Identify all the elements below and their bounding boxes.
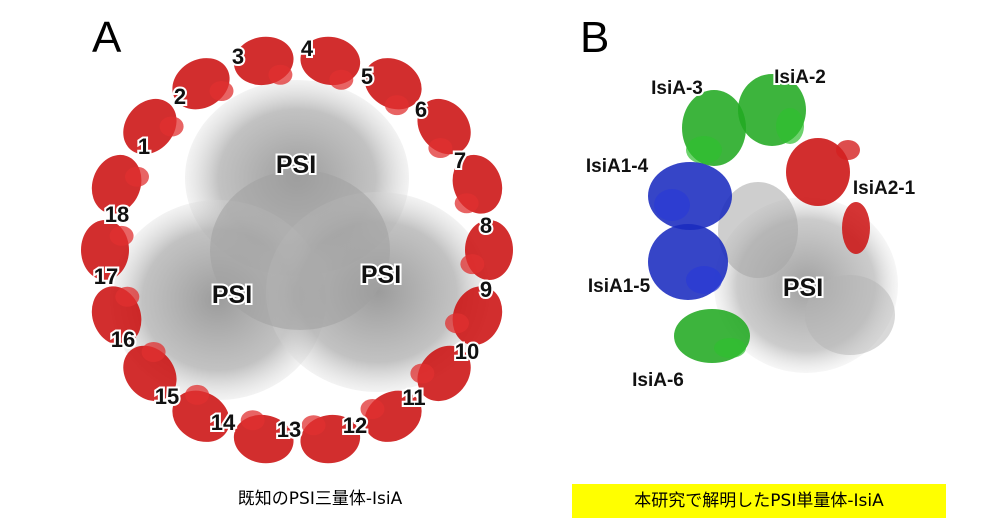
isia-number-7: 7 [454, 148, 466, 173]
label-isia-3: IsiA-3 [651, 78, 703, 99]
isia-subunit-5 [364, 58, 422, 116]
isia-number-1: 1 [138, 134, 150, 159]
panel-a-letter: A [92, 13, 122, 62]
isia-number-11: 11 [402, 385, 425, 410]
psi-trimer-structure [110, 80, 490, 400]
label-isia1-5: IsiA1-5 [588, 276, 651, 297]
panel-b: B [580, 13, 918, 393]
label-isia2-1: IsiA2-1 [853, 178, 916, 199]
isia-number-18: 18 [105, 202, 129, 227]
caption-b: 本研究で解明したPSI単量体-IsiA [572, 484, 946, 518]
isia-subunit-9 [445, 286, 503, 346]
psi-label-left: PSI [212, 281, 252, 309]
isia-2-subunit [738, 74, 806, 146]
isia-number-8: 8 [480, 213, 492, 238]
isia1-5-subunit [648, 224, 728, 300]
isia-number-4: 4 [301, 36, 314, 61]
isia-subunit-18 [91, 154, 149, 214]
label-isia-2: IsiA-2 [774, 67, 826, 88]
isia-subunit-16 [91, 286, 142, 346]
panel-b-letter: B [580, 13, 609, 62]
isia-subunit-3 [233, 36, 294, 86]
label-isia-6: IsiA-6 [632, 370, 684, 391]
isia-b-subunits [648, 74, 870, 363]
isia-subunit-10 [410, 345, 471, 402]
isia-subunit-14 [172, 384, 230, 442]
isia-number-2: 2 [174, 84, 186, 109]
isia-subunit-6 [417, 98, 471, 158]
psi-label-right: PSI [361, 261, 401, 289]
isia-numbers: 1 2 3 4 5 6 7 8 9 10 11 12 13 14 15 16 1… [92, 34, 494, 444]
isia-3-subunit [682, 90, 746, 166]
isia-subunit-1 [123, 98, 184, 155]
isia-ring [81, 36, 513, 464]
isia-subunit-12 [300, 414, 361, 464]
isia-number-5: 5 [361, 64, 373, 89]
isia1-4-subunit [648, 162, 732, 230]
isia-number-17: 17 [94, 264, 118, 289]
isia-subunit-7 [452, 154, 503, 214]
isia-number-16: 16 [111, 327, 135, 352]
isia-number-9: 9 [480, 277, 492, 302]
isia-subunit-4 [300, 36, 361, 90]
isia-number-12: 12 [343, 413, 367, 438]
isia-number-10: 10 [455, 339, 479, 364]
isia-subunit-2 [172, 58, 234, 110]
caption-a: 既知のPSI三量体-IsiA [237, 489, 403, 509]
isia-subunit-8 [460, 220, 513, 280]
isia-number-15: 15 [155, 384, 179, 409]
psi-label-b: PSI [783, 274, 823, 302]
isia-6-subunit [674, 309, 750, 363]
panel-a: A PSI PSI PSI 1 2 3 4 5 6 7 8 9 10 11 12… [81, 13, 513, 464]
label-isia1-4: IsiA1-4 [586, 156, 649, 177]
psi-label-top: PSI [276, 151, 316, 179]
isia-number-13: 13 [277, 417, 301, 442]
isia2-1-subunit [786, 138, 870, 254]
isia-number-6: 6 [415, 97, 427, 122]
isia-number-14: 14 [211, 410, 236, 435]
isia-subunit-13 [233, 410, 294, 464]
isia-subunit-15 [123, 342, 177, 402]
isia-subunit-17 [81, 220, 134, 280]
isia-subunit-11 [360, 390, 422, 442]
isia-number-3: 3 [232, 44, 244, 69]
